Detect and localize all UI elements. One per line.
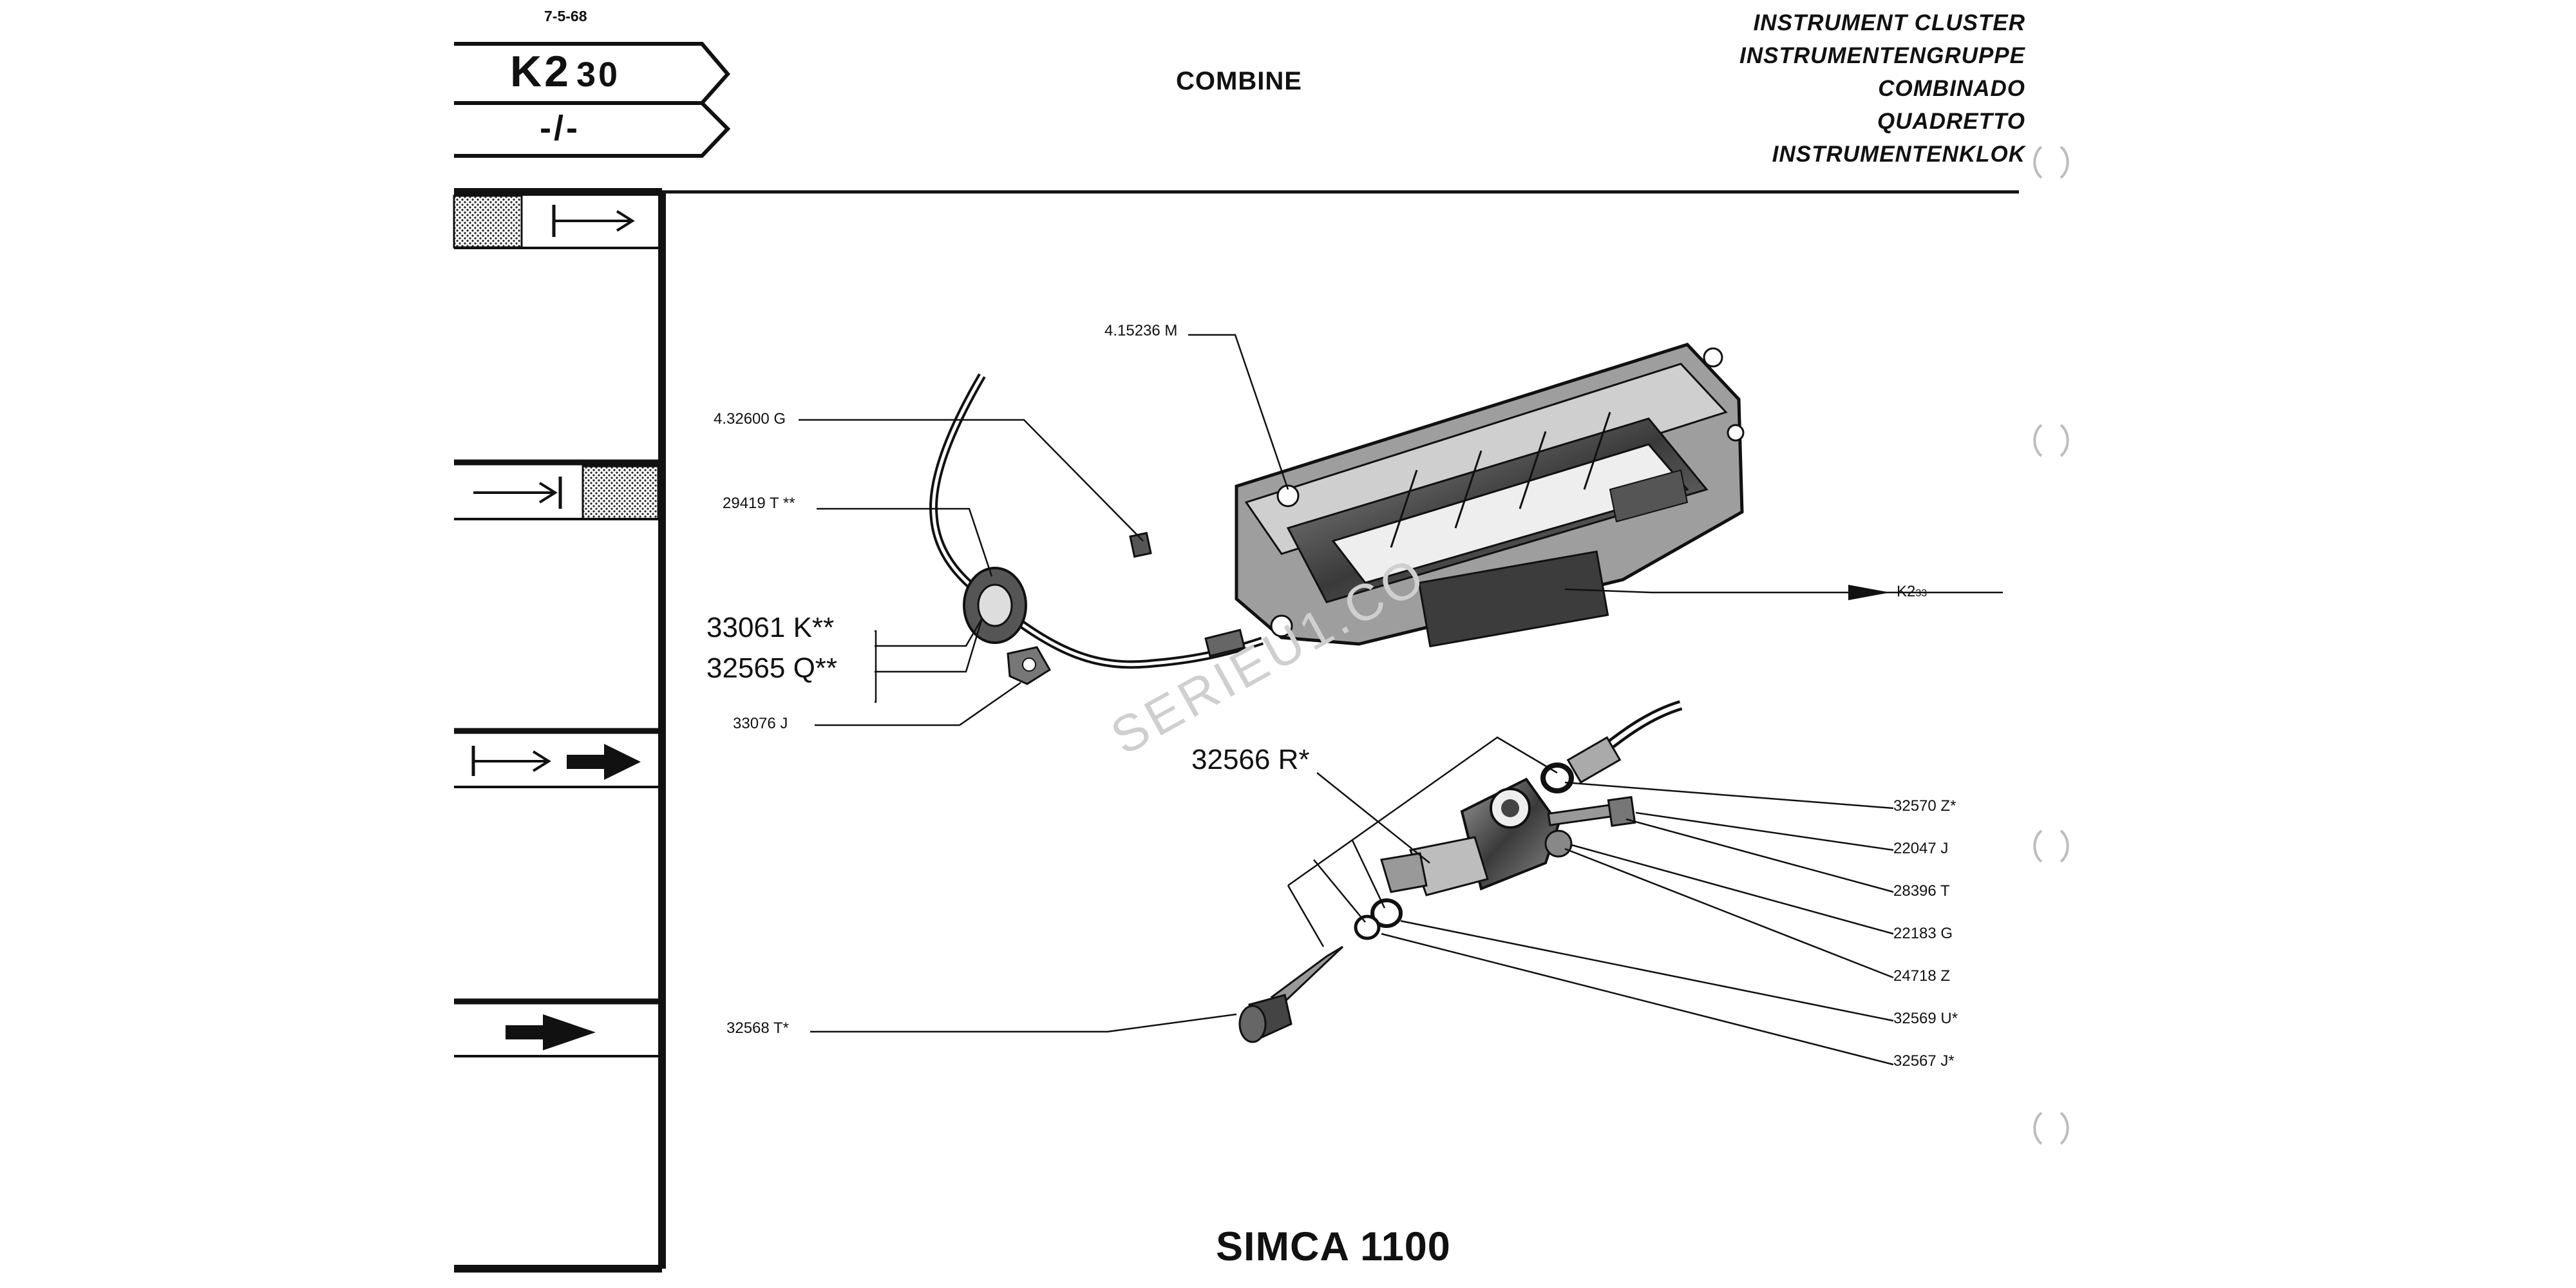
part-label: 32567 J*	[1893, 1052, 1955, 1070]
sheet-code-main: K2	[510, 47, 571, 96]
sheet-code-sub: 30	[576, 55, 621, 94]
start-bar-arrow-icon	[552, 205, 635, 237]
multilingual-titles: INSTRUMENT CLUSTER INSTRUMENTENGRUPPE CO…	[1674, 6, 2025, 171]
part-label: 22183 G	[1893, 925, 1953, 942]
solid-arrow-icon	[506, 1014, 596, 1050]
cross-reference-sub: 33	[1915, 588, 1927, 599]
pinion-housing-assembly	[1354, 700, 1683, 940]
part-label: 28396 T	[1893, 882, 1950, 900]
part-label: 32568 T*	[726, 1019, 789, 1037]
part-label: 22047 J	[1893, 840, 1949, 857]
sheet-page: -/-	[540, 109, 580, 147]
pinion-gear	[1238, 945, 1344, 1043]
binder-holes	[2033, 146, 2069, 1145]
part-label: 32566 R*	[1191, 744, 1310, 775]
part-label: 32570 Z*	[1893, 797, 1956, 815]
grommet	[963, 567, 1027, 644]
title-english: INSTRUMENT CLUSTER	[1753, 10, 2025, 35]
part-label: 32565 Q**	[706, 652, 838, 684]
start-solid-arrow-icon	[471, 744, 641, 780]
reference-arrow-icon	[1848, 585, 1890, 600]
part-label: 33076 J	[733, 715, 788, 732]
part-label: 4.15236 M	[1104, 322, 1178, 339]
sheet-index-tab	[454, 42, 731, 158]
page-title-french: COMBINE	[1176, 67, 1302, 95]
part-label: 29419 T **	[723, 495, 795, 512]
cross-reference-code: K2	[1897, 583, 1916, 600]
title-italian: QUADRETTO	[1877, 109, 2025, 134]
title-dutch: INSTRUMENTENKLOK	[1772, 142, 2025, 167]
revision-date: 7-5-68	[544, 8, 587, 24]
part-label: 4.32600 G	[714, 410, 786, 428]
index-column	[453, 188, 666, 1273]
part-label: 32569 U*	[1893, 1010, 1958, 1027]
title-german: INSTRUMENTENGRUPPE	[1739, 43, 2025, 68]
part-label: 24718 Z	[1893, 967, 1951, 985]
cable-clip	[1007, 646, 1052, 685]
title-spanish: COMBINADO	[1878, 76, 2025, 101]
end-bar-arrow-icon	[473, 477, 562, 509]
bulb-holder	[1129, 531, 1152, 558]
cross-reference-label: K233	[1897, 583, 1927, 601]
instrument-cluster	[1235, 343, 1745, 648]
footer-model-name: SIMCA 1100	[1216, 1224, 1451, 1269]
part-label: 33061 K**	[706, 612, 835, 643]
